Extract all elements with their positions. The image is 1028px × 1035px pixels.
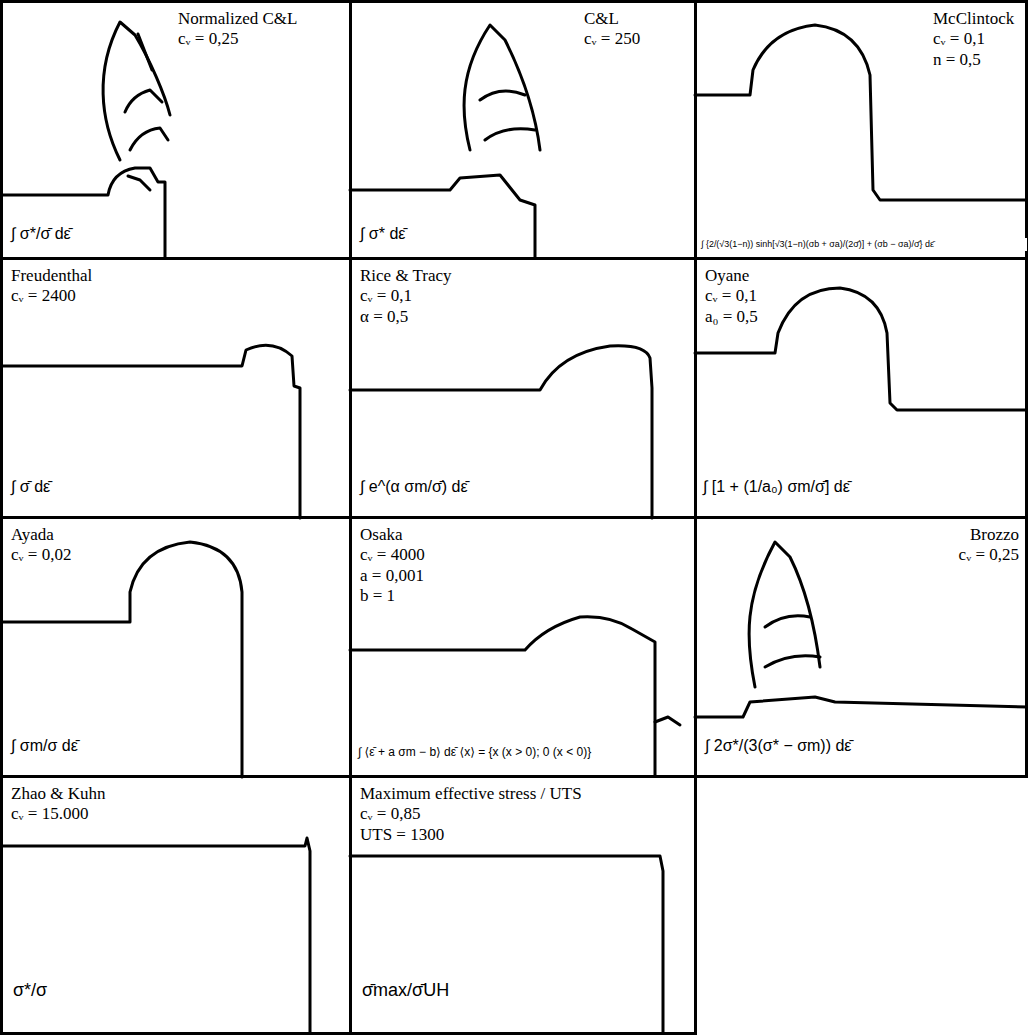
- damage-formula: ∫ σm/σ dε̄: [9, 735, 80, 757]
- criterion-panel: Freudenthalcᵥ = 2400 ∫ σ̄ dε̄: [0, 257, 352, 519]
- parameter-value: cᵥ = 0,1: [933, 29, 1014, 49]
- damage-formula: σ*/σ: [11, 978, 49, 1003]
- damage-formula: ∫ σ*/σ̄ dε̄: [9, 223, 73, 245]
- panel-header: Rice & Tracycᵥ = 0,1α = 0,5: [360, 266, 452, 327]
- parameter-value: cᵥ = 0,25: [178, 29, 297, 49]
- workpiece-profile: [695, 25, 1028, 200]
- panel-header: C&Lcᵥ = 250: [584, 9, 640, 50]
- workpiece-profile: [695, 542, 1028, 717]
- workpiece-profile: [350, 346, 652, 518]
- criterion-name: Zhao & Kuhn: [11, 784, 105, 804]
- workpiece-profile: [0, 345, 300, 518]
- damage-formula: ∫ 2σ*/(3(σ* − σm)) dε̄: [703, 735, 854, 757]
- criterion-name: McClintock: [933, 9, 1014, 29]
- criterion-name: Rice & Tracy: [360, 266, 452, 286]
- panel-header: Maximum effective stress / UTScᵥ = 0,85U…: [360, 784, 582, 845]
- criterion-panel: Maximum effective stress / UTScᵥ = 0,85U…: [349, 775, 697, 1035]
- damage-formula: ∫ σ* dε̄: [358, 223, 407, 245]
- panel-header: McClintockcᵥ = 0,1n = 0,5: [933, 9, 1014, 70]
- criterion-name: Freudenthal: [11, 266, 92, 286]
- damage-formula: ∫ {2/(√3(1−n)) sinh[√3(1−n)(σb + σa)/(2σ…: [699, 238, 1027, 251]
- parameter-value: n = 0,5: [933, 50, 1014, 70]
- workpiece-profile: [350, 25, 540, 258]
- parameter-value: cᵥ = 15.000: [11, 804, 105, 824]
- workpiece-profile: [695, 288, 1028, 410]
- workpiece-profile: [350, 617, 680, 775]
- parameter-value: cᵥ = 0,25: [959, 545, 1019, 565]
- panel-header: Freudenthalcᵥ = 2400: [11, 266, 92, 307]
- panel-header: Brozzocᵥ = 0,25: [959, 525, 1019, 566]
- panel-header: Osakacᵥ = 4000a = 0,001b = 1: [360, 525, 425, 607]
- criterion-name: Brozzo: [959, 525, 1019, 545]
- criterion-panel: McClintockcᵥ = 0,1n = 0,5 ∫ {2/(√3(1−n)) …: [694, 0, 1028, 260]
- parameter-value: a = 0,001: [360, 566, 425, 586]
- damage-formula: σ̄max/σ̄UH: [360, 978, 451, 1003]
- criterion-name: Normalized C&L: [178, 9, 297, 29]
- workpiece-profile: [0, 542, 242, 777]
- criterion-panel: Osakacᵥ = 4000a = 0,001b = 1 ∫ ⟨ε̄ + a σm…: [349, 516, 697, 778]
- parameter-value: UTS = 1300: [360, 825, 582, 845]
- criterion-panel: Normalized C&Lcᵥ = 0,25 ∫ σ*/σ̄ dε̄: [0, 0, 352, 260]
- parameter-value: cᵥ = 0,02: [11, 545, 71, 565]
- panel-header: Normalized C&Lcᵥ = 0,25: [178, 9, 297, 50]
- parameter-value: b = 1: [360, 586, 425, 606]
- criterion-panel: Oyanecᵥ = 0,1a₀ = 0,5 ∫ [1 + (1/a₀) σm/σ̄…: [694, 257, 1028, 519]
- criterion-name: C&L: [584, 9, 640, 29]
- parameter-value: a₀ = 0,5: [705, 307, 758, 327]
- parameter-value: cᵥ = 2400: [11, 286, 92, 306]
- parameter-value: cᵥ = 0,85: [360, 804, 582, 824]
- panel-header: Oyanecᵥ = 0,1a₀ = 0,5: [705, 266, 758, 327]
- workpiece-profile: [0, 22, 170, 258]
- parameter-value: cᵥ = 250: [584, 29, 640, 49]
- damage-formula: ∫ [1 + (1/a₀) σm/σ̄] dε̄: [701, 476, 852, 498]
- criterion-name: Oyane: [705, 266, 758, 286]
- damage-formula: ∫ ⟨ε̄ + a σm − b⟩ dε̄ ⟨x⟩ = {x (x > 0); …: [356, 744, 593, 761]
- criterion-name: Maximum effective stress / UTS: [360, 784, 582, 804]
- parameter-value: cᵥ = 0,1: [360, 286, 452, 306]
- workpiece-profile: [350, 856, 663, 1035]
- parameter-value: cᵥ = 0,1: [705, 286, 758, 306]
- workpiece-profile: [0, 838, 310, 1035]
- criterion-panel: C&Lcᵥ = 250 ∫ σ* dε̄: [349, 0, 697, 260]
- panel-header: Zhao & Kuhncᵥ = 15.000: [11, 784, 105, 825]
- criterion-panel: Zhao & Kuhncᵥ = 15.000 σ*/σ: [0, 775, 352, 1035]
- criterion-name: Osaka: [360, 525, 425, 545]
- criterion-panel: Rice & Tracycᵥ = 0,1α = 0,5 ∫ e^(α σm/σ̄)…: [349, 257, 697, 519]
- criterion-panel: Brozzocᵥ = 0,25 ∫ 2σ*/(3(σ* − σm)) dε̄: [694, 516, 1028, 778]
- parameter-value: α = 0,5: [360, 307, 452, 327]
- criterion-name: Ayada: [11, 525, 71, 545]
- parameter-value: cᵥ = 4000: [360, 545, 425, 565]
- panel-header: Ayadacᵥ = 0,02: [11, 525, 71, 566]
- damage-formula: ∫ e^(α σm/σ̄) dε̄: [358, 476, 470, 498]
- damage-formula: ∫ σ̄ dε̄: [9, 476, 52, 498]
- criterion-panel: Ayadacᵥ = 0,02 ∫ σm/σ dε̄: [0, 516, 352, 778]
